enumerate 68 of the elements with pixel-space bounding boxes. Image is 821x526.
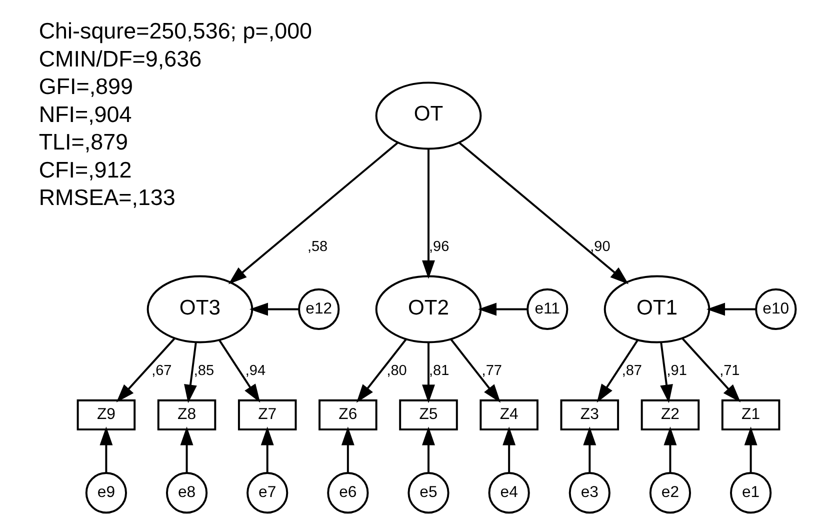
arrow [99, 426, 112, 473]
edge-label: ,90 [590, 238, 610, 255]
node-box: Z1 [720, 399, 780, 430]
edge-label: ,91 [666, 363, 686, 380]
node-ellipse: OT3 [146, 275, 253, 344]
arrow [422, 149, 434, 279]
label: RMSEA=,133 [38, 185, 175, 210]
arrow [660, 342, 672, 404]
edge-label: ,85 [193, 363, 214, 380]
node-circle: e3 [568, 472, 610, 514]
arrow [596, 340, 638, 403]
arrow [422, 426, 434, 473]
label: TLI=,879 [38, 130, 128, 155]
edge-label: ,67 [151, 363, 172, 380]
node-circle: e1 [730, 472, 772, 514]
edge-label: ,71 [719, 363, 740, 380]
node-box: Z8 [156, 399, 216, 430]
arrow [744, 426, 757, 473]
arrow [450, 338, 500, 403]
label: CFI=,912 [38, 157, 132, 182]
edge-label: ,77 [481, 363, 502, 380]
node-box: Z6 [318, 399, 377, 430]
arrow [228, 142, 398, 284]
node-ellipse: OT [374, 82, 482, 150]
node-circle: e11 [526, 288, 568, 330]
node-box: Z2 [640, 399, 700, 430]
arrow [340, 426, 354, 473]
node-box: Z7 [237, 399, 296, 430]
edge-label: ,96 [428, 238, 449, 255]
node-circle: e12 [298, 288, 340, 330]
node-circle: e8 [165, 472, 208, 514]
arrow [260, 426, 274, 473]
arrow [663, 426, 676, 473]
node-circle: e7 [246, 472, 288, 514]
arrow [477, 302, 527, 316]
arrow [248, 302, 298, 316]
node-box: Z3 [560, 399, 619, 430]
arrow [116, 338, 175, 402]
node-ellipse: OT2 [374, 275, 482, 344]
node-box: Z5 [398, 399, 458, 430]
node-circle: e2 [648, 472, 691, 514]
arrow [180, 426, 193, 473]
arrow [422, 342, 434, 404]
arrow [706, 302, 756, 316]
label: Chi-squre=250,536; p=,000 [38, 18, 312, 44]
node-circle: e6 [326, 472, 368, 514]
node-circle: e5 [407, 472, 449, 514]
node-ellipse: OT1 [603, 275, 710, 344]
node-circle: e9 [84, 472, 126, 514]
arrow [458, 142, 628, 284]
node-circle: e4 [488, 472, 530, 514]
node-circle: e10 [754, 288, 796, 330]
edge-label: ,80 [386, 363, 406, 380]
label: CMIN/DF=9,636 [38, 46, 202, 72]
arrow [184, 342, 196, 404]
label: GFI=,899 [38, 74, 133, 100]
node-box: Z9 [76, 399, 136, 430]
edge-label: ,94 [244, 363, 266, 380]
label: NFI=,904 [38, 102, 132, 127]
node-box: Z4 [479, 399, 538, 430]
arrow [582, 426, 596, 473]
edge-label: ,58 [306, 238, 328, 255]
arrow [681, 338, 740, 402]
arrow [218, 340, 260, 403]
edge-label: ,81 [428, 363, 449, 380]
arrow [356, 338, 406, 403]
edge-label: ,87 [621, 363, 642, 380]
arrow [502, 426, 516, 473]
